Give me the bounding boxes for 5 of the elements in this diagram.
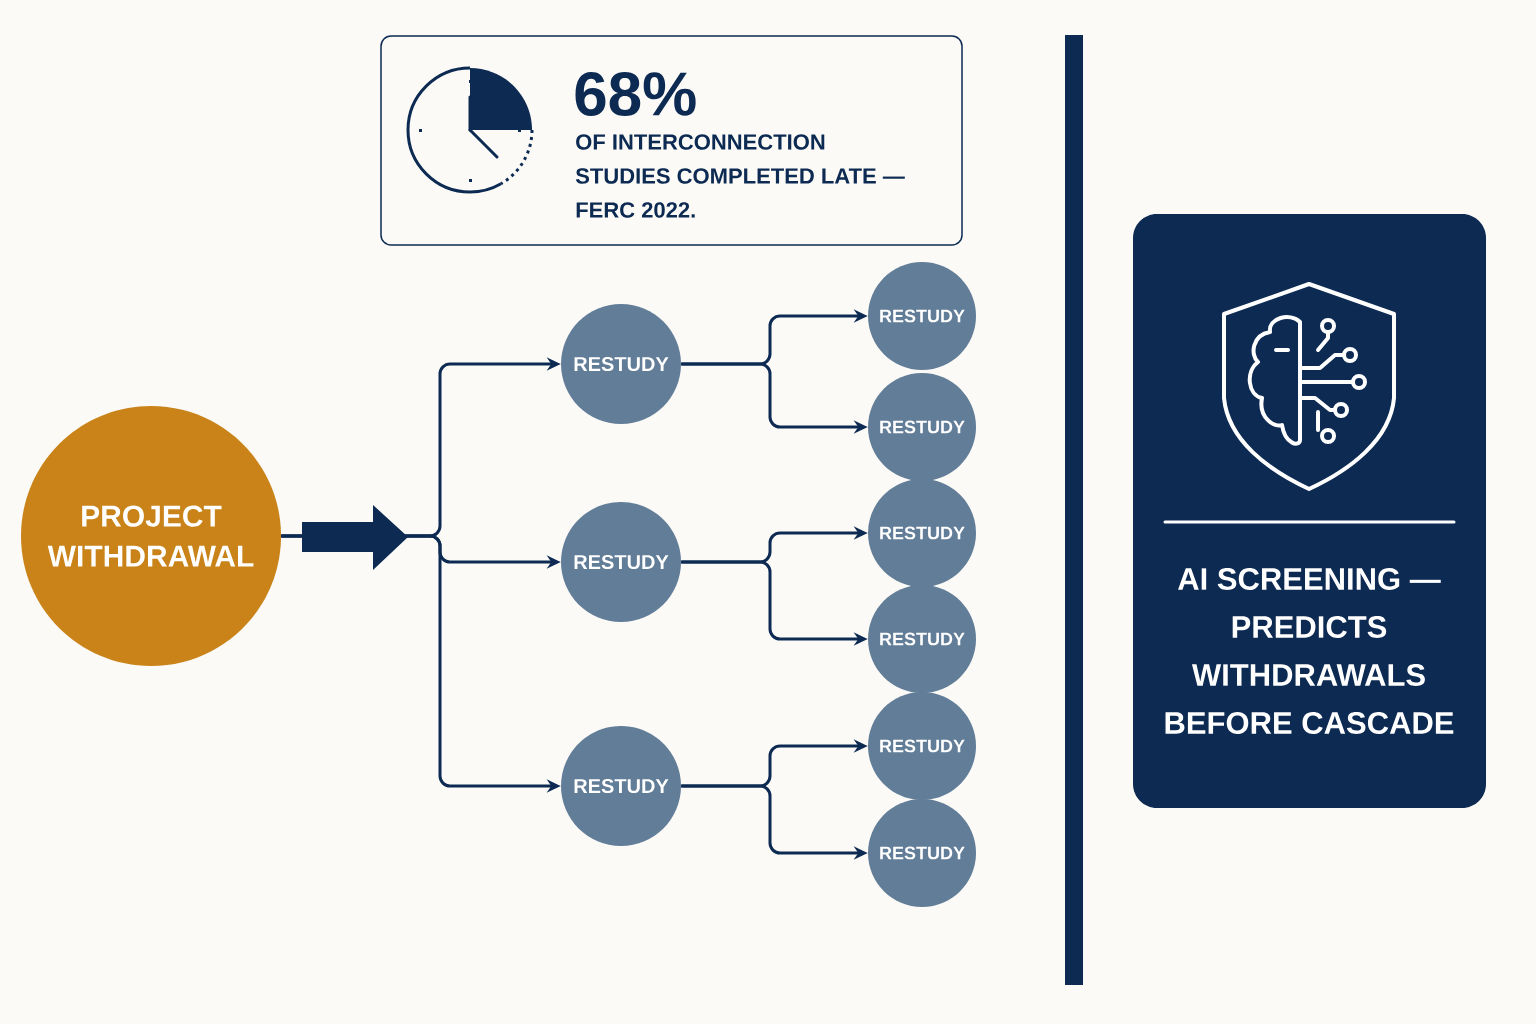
divider-bar	[1065, 35, 1083, 985]
panel-text: AI SCREENING — PREDICTS WITHDRAWALS BEFORE CASCADE	[1165, 568, 1454, 734]
stat-value: 68%	[575, 72, 696, 116]
block-arrow	[302, 505, 408, 570]
stat-text: OF INTERCONNECTION STUDIES COMPLETED LATE — FERC 2022.	[575, 134, 905, 218]
